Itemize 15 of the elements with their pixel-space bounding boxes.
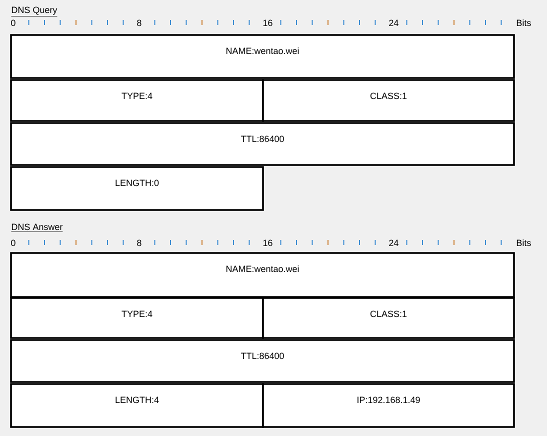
section-title: DNS Answer [11,224,63,232]
field-box: TYPE:4 [10,79,264,122]
bit-number: 24 [389,20,398,26]
bit-number: 8 [137,20,142,26]
field-box: LENGTH:0 [10,166,264,211]
bit-number: 0 [11,20,16,26]
bit-number: 16 [263,20,272,26]
section-title: DNS Query [11,6,58,16]
field-box: IP:192.168.1.49 [262,383,515,428]
field-box: LENGTH:4 [10,383,264,428]
field-box: CLASS:1 [262,297,515,339]
bits-unit: Bits [516,19,531,26]
field-box: CLASS:1 [262,79,515,122]
bits-unit: Bits [516,239,531,246]
field-box: TYPE:4 [10,297,264,339]
